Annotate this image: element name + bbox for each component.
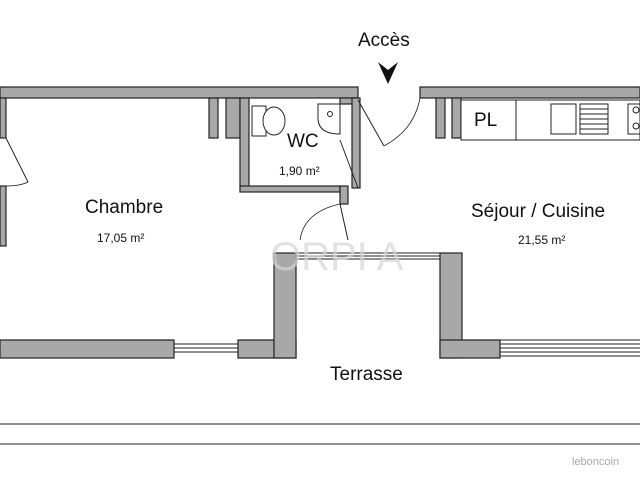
bottom-wall [0, 252, 501, 359]
entry-door-arc [383, 97, 421, 147]
access-arrow-icon [378, 62, 398, 84]
kitchen-counter [515, 99, 640, 141]
left-door-swing [5, 137, 29, 183]
watermark-text: leboncoin [572, 456, 620, 468]
left-wall [0, 97, 7, 247]
left-door-arc [5, 181, 29, 187]
bottom-windows [174, 339, 640, 357]
room-area-wc: 1,90 m² [279, 164, 320, 178]
wc-door-leaf [339, 139, 359, 189]
watermark-logo: ORPI A [270, 235, 404, 279]
fixture-label-pl: PL [474, 110, 498, 131]
closet-block [208, 97, 241, 139]
wc-walls [239, 97, 361, 205]
room-area-chambre: 17,05 m² [97, 231, 145, 245]
room-name-chambre: Chambre [85, 197, 164, 218]
central-opening [290, 252, 440, 260]
hall-door-leaf [339, 203, 349, 241]
room-name-sejour: Séjour / Cuisine [471, 201, 606, 222]
terrace-label: Terrasse [330, 364, 403, 385]
top-wall-left [0, 86, 359, 99]
access-label: Accès [358, 30, 410, 51]
toilet-fixture [251, 105, 286, 137]
entry-door-leaf [357, 99, 385, 147]
hall-door-arc [299, 203, 341, 241]
wc-sink [317, 103, 341, 135]
kitchen-walls [435, 97, 462, 139]
room-area-sejour: 21,55 m² [518, 233, 566, 247]
terrace-railing [0, 423, 640, 445]
top-wall-right [419, 86, 640, 99]
room-name-wc: WC [287, 131, 319, 152]
